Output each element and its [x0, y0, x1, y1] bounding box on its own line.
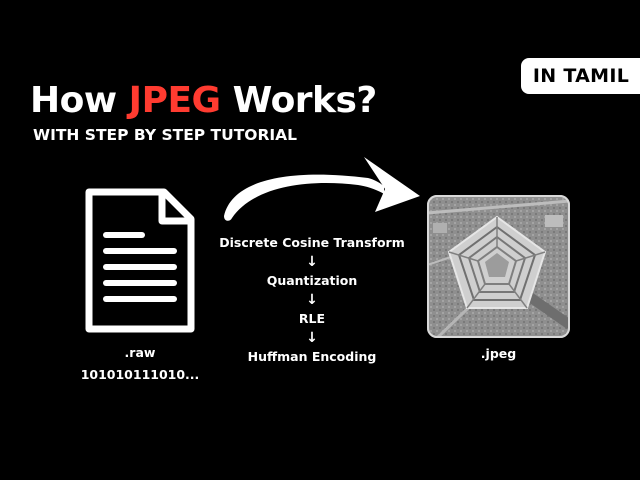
document-icon: [85, 188, 195, 333]
step-rle: RLE: [298, 311, 326, 326]
raw-file-label: .raw: [124, 345, 156, 360]
title-accent: JPEG: [128, 80, 221, 121]
pentagon-aerial-photo: [427, 195, 570, 338]
pentagon-photo: [427, 195, 570, 338]
title-prefix: How: [30, 80, 117, 121]
curved-arrow-icon: [224, 157, 420, 221]
jpeg-file-label: .jpeg: [480, 346, 517, 361]
process-steps: Discrete Cosine Transform ↓ Quantization…: [212, 234, 412, 366]
page-title: How JPEG Works?: [30, 80, 377, 121]
raw-file-bits: 101010111010...: [80, 367, 200, 382]
title-suffix: Works?: [232, 80, 378, 121]
step-quantization: Quantization: [266, 273, 358, 288]
language-badge: IN TAMIL: [521, 58, 640, 94]
step-dct: Discrete Cosine Transform: [219, 235, 405, 250]
step-huffman: Huffman Encoding: [247, 349, 377, 364]
page-subtitle: WITH STEP BY STEP TUTORIAL: [33, 126, 298, 144]
language-badge-label: IN TAMIL: [532, 65, 630, 87]
down-arrow-icon: ↓: [306, 292, 318, 308]
down-arrow-icon: ↓: [306, 254, 318, 270]
down-arrow-icon: ↓: [306, 330, 318, 346]
